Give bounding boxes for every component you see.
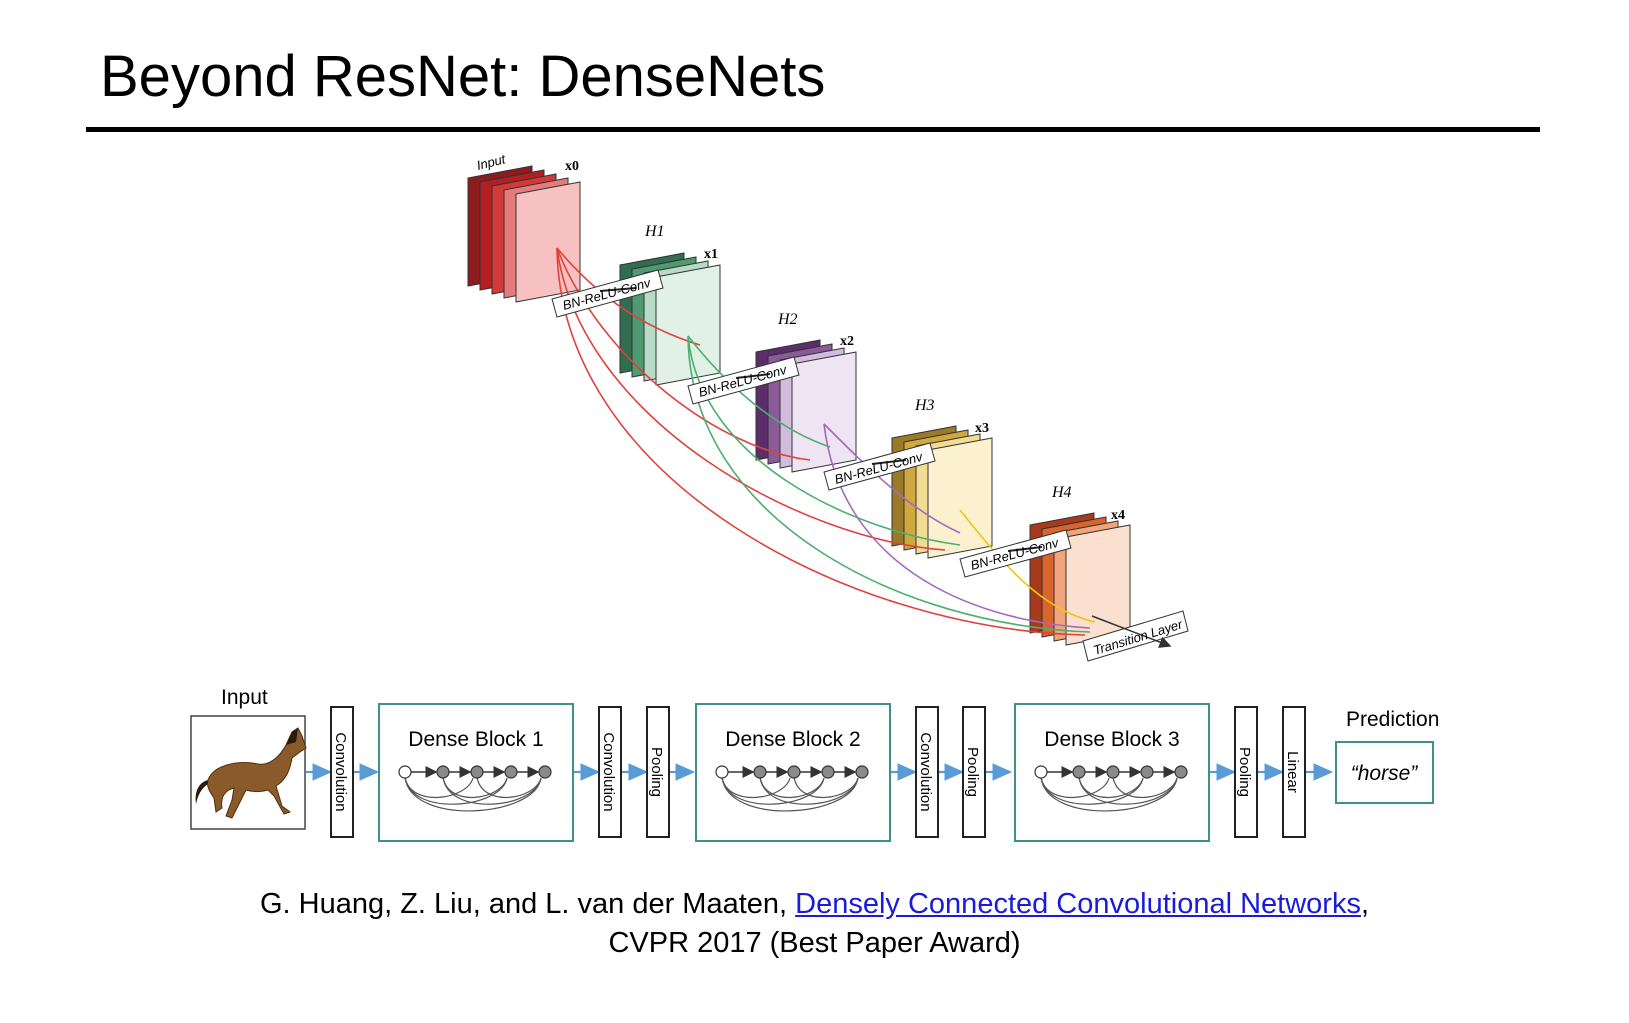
svg-text:Convolution: Convolution [332, 732, 349, 811]
svg-text:Dense Block 2: Dense Block 2 [725, 728, 860, 751]
svg-text:Convolution: Convolution [600, 732, 617, 811]
mini-skip-edge [759, 776, 825, 799]
dense-block-2: Dense Block 2 [695, 703, 891, 842]
x0-label: x0 [565, 159, 579, 174]
svg-text:Dense Block 3: Dense Block 3 [1044, 728, 1179, 751]
mini-node [787, 765, 801, 779]
dense-connections [556, 247, 1096, 636]
mini-node [715, 765, 729, 779]
stage-pooling-2: Pooling [962, 706, 986, 838]
mini-skip-edge [404, 776, 542, 812]
mini-skip-edge [1078, 776, 1178, 805]
mini-node [821, 765, 835, 779]
x3-label: x3 [975, 421, 989, 436]
mini-node [855, 765, 869, 779]
mini-skip-edge [1040, 776, 1178, 812]
citation-comma: , [1360, 888, 1370, 920]
dense-block-3: Dense Block 3 [1014, 703, 1210, 842]
mini-node [1034, 765, 1048, 779]
svg-text:Dense Block 1: Dense Block 1 [408, 728, 543, 751]
stage-linear: Linear [1282, 706, 1306, 838]
citation-venue: CVPR 2017 (Best Paper Award) [608, 927, 1021, 959]
h4-label: H4 [1051, 484, 1072, 501]
feature-map-x3 [891, 425, 993, 559]
prediction-box: “horse” [1335, 741, 1434, 804]
feature-map-x0 [467, 165, 581, 303]
stage-convolution-3: Convolution [915, 706, 939, 838]
horse-image [190, 715, 307, 830]
paper-link[interactable]: Densely Connected Convolutional Networks [795, 888, 1361, 920]
prediction-label: Prediction [1346, 708, 1439, 731]
mini-node [753, 765, 767, 779]
x4-label: x4 [1111, 508, 1125, 523]
densenet-pipeline: Input Convolution [190, 686, 1439, 842]
slide-title: Beyond ResNet: DenseNets [100, 44, 826, 109]
svg-text:Convolution: Convolution [917, 732, 934, 811]
input-feature-label: Input [475, 151, 508, 173]
mini-node [1140, 765, 1154, 779]
mini-node [1072, 765, 1086, 779]
mini-node [1106, 765, 1120, 779]
h3-label: H3 [914, 397, 935, 414]
mini-skip-edge [721, 776, 791, 799]
mini-node [1174, 765, 1188, 779]
mini-skip-edge [793, 776, 859, 799]
mini-node [504, 765, 518, 779]
mini-skip-edge [1040, 776, 1110, 799]
dense-block-illustration: Input x0 x1 H1 x2 H2 x3 H3 [467, 151, 1189, 662]
stage-convolution-2: Convolution [598, 706, 622, 838]
mini-node [398, 765, 412, 779]
mini-node [436, 765, 450, 779]
mini-skip-edge [476, 776, 542, 799]
stage-convolution-1: Convolution [330, 706, 354, 838]
mini-node [470, 765, 484, 779]
stage-pooling-3: Pooling [1234, 706, 1258, 838]
feature-map-x2 [755, 339, 857, 473]
mini-skip-edge [1078, 776, 1144, 799]
dense-block-1: Dense Block 1 [378, 703, 574, 842]
svg-text:Linear: Linear [1284, 751, 1301, 793]
x1-label: x1 [704, 247, 718, 262]
mini-skip-edge [404, 776, 474, 799]
prediction-value: “horse” [1351, 762, 1419, 785]
transition-layer: Transition Layer [1082, 610, 1189, 662]
h1-label: H1 [644, 223, 665, 240]
svg-text:Pooling: Pooling [964, 747, 981, 797]
mini-skip-edge [442, 776, 542, 805]
citation-line-1: G. Huang, Z. Liu, and L. van der Maaten,… [0, 888, 1629, 921]
svg-text:Pooling: Pooling [1236, 747, 1253, 797]
mini-node [538, 765, 552, 779]
stage-pooling-1: Pooling [646, 706, 670, 838]
x2-label: x2 [840, 334, 854, 349]
svg-text:Pooling: Pooling [648, 747, 665, 797]
pipeline-input-label: Input [221, 686, 268, 709]
mini-skip-edge [721, 776, 859, 812]
mini-skip-edge [1112, 776, 1178, 799]
title-divider [86, 127, 1540, 132]
mini-skip-edge [759, 776, 859, 805]
citation-authors: G. Huang, Z. Liu, and L. van der Maaten, [259, 888, 796, 920]
h2-label: H2 [777, 311, 798, 328]
mini-skip-edge [442, 776, 508, 799]
